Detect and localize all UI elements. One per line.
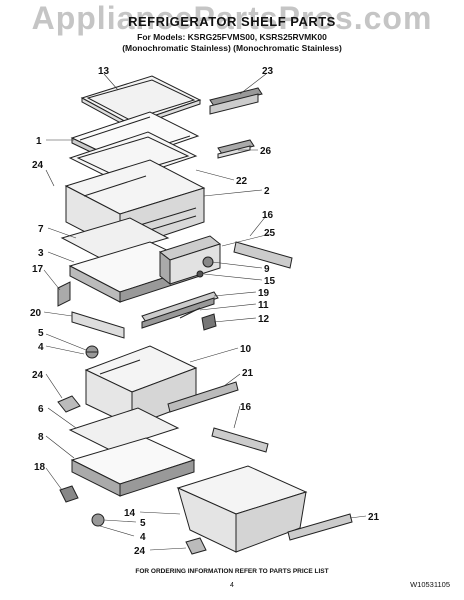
callout-2: 2 xyxy=(264,186,270,197)
callout-22: 22 xyxy=(236,176,248,187)
page-number: 4 xyxy=(230,582,234,589)
callout-8: 8 xyxy=(38,432,44,443)
callout-7: 7 xyxy=(38,224,44,235)
drawer-rail-part xyxy=(211,427,269,453)
callout-24: 24 xyxy=(32,160,44,171)
callout-25: 25 xyxy=(264,228,276,239)
model-list: For Models: KSRG25FVMS00, KSRS25RVMK00 xyxy=(137,32,327,42)
clip-part xyxy=(59,485,79,503)
callout-6: 6 xyxy=(38,404,44,415)
ordering-note: FOR ORDERING INFORMATION REFER TO PARTS … xyxy=(135,568,329,575)
callout-16: 16 xyxy=(240,402,252,413)
callout-21: 21 xyxy=(368,512,380,523)
callout-18: 18 xyxy=(34,462,46,473)
callout-13: 13 xyxy=(98,66,110,77)
crisper-cover-glass-part xyxy=(60,217,170,259)
callout-17: 17 xyxy=(32,264,44,275)
drawer-cover-frame-part xyxy=(70,437,196,497)
bottom-drawer-part xyxy=(176,465,308,553)
roller-part xyxy=(85,345,99,359)
callout-24: 24 xyxy=(32,370,44,381)
callout-26: 26 xyxy=(260,146,272,157)
callout-11: 11 xyxy=(258,300,269,311)
glass-shelf-part xyxy=(68,131,198,183)
callout-16: 16 xyxy=(262,210,274,221)
drawer-rail-part xyxy=(167,381,239,413)
callout-21: 21 xyxy=(242,368,254,379)
clip-part xyxy=(185,537,207,555)
drawer-rail-part xyxy=(233,241,293,269)
shelf-rail-part xyxy=(209,87,263,159)
callout-4: 4 xyxy=(140,532,146,543)
callout-24: 24 xyxy=(134,546,146,557)
callout-5: 5 xyxy=(140,518,146,529)
drawer-rail-part xyxy=(287,513,353,541)
document-number: W10531105 xyxy=(410,580,450,589)
watermark-text: AppliancePartsPros.com xyxy=(31,0,433,36)
model-variants: (Monochromatic Stainless) (Monochromatic… xyxy=(122,43,342,53)
callout-20: 20 xyxy=(30,308,42,319)
page-title: REFRIGERATOR SHELF PARTS xyxy=(128,14,336,29)
callout-15: 15 xyxy=(264,276,276,287)
callout-12: 12 xyxy=(258,314,270,325)
callout-14: 14 xyxy=(124,508,136,519)
drawer-cover-glass-part xyxy=(68,407,180,451)
callout-5: 5 xyxy=(38,328,44,339)
side-rail-part xyxy=(57,281,125,339)
roller-part xyxy=(91,513,105,527)
callout-1: 1 xyxy=(36,136,42,147)
slide-rail-part xyxy=(141,291,219,331)
callout-9: 9 xyxy=(264,264,270,275)
callout-labels: 13 23 1 26 24 22 2 7 16 25 3 9 15 17 19 … xyxy=(30,66,380,557)
callout-4: 4 xyxy=(38,342,44,353)
clip-part xyxy=(57,395,81,413)
humidity-control-part xyxy=(158,235,222,286)
callout-23: 23 xyxy=(262,66,274,77)
leader-lines xyxy=(43,73,367,551)
callout-10: 10 xyxy=(240,344,252,355)
callout-3: 3 xyxy=(38,248,44,259)
callout-19: 19 xyxy=(258,288,270,299)
